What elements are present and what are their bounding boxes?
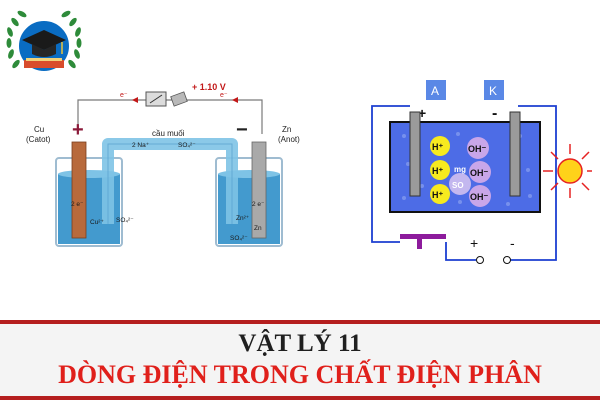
anion-label: OH⁻	[468, 144, 487, 154]
right-cation-label: Zn²⁺	[236, 215, 250, 222]
cation-h: H⁺	[430, 160, 450, 180]
anode-minus-sign: −	[236, 119, 248, 141]
right-electrons-label: 2 e⁻	[252, 201, 265, 208]
sun-icon	[543, 144, 592, 198]
electron-flow-label: e⁻	[220, 92, 228, 99]
terminal-minus: -	[510, 235, 515, 251]
page-title: VẬT LÝ 11	[238, 330, 362, 357]
left-cation-label: Cu²⁺	[90, 219, 104, 226]
anion-oh: OH⁻	[469, 185, 491, 207]
graduation-cap-logo-icon	[6, 10, 82, 73]
terminal-minus-node	[503, 256, 511, 264]
electrolysis-diagram: + - A K + - H⁺ H⁺ H⁺	[371, 80, 592, 264]
bridge-ion-left: 2 Na⁺	[132, 142, 150, 149]
salt-bridge	[102, 138, 238, 224]
right-electrode-role: (Anot)	[278, 135, 300, 144]
anion-label: OH⁻	[470, 192, 489, 202]
title-band	[0, 320, 600, 400]
circuit-wire	[510, 105, 557, 261]
zinc-electrode	[251, 141, 267, 239]
title-rule-top	[0, 320, 600, 324]
galvanic-cell-diagram: + 1.10 V e⁻ e⁻ cầu muối 2 Na⁺ SO₄²⁻ Cu (…	[26, 82, 300, 247]
anode-electrode	[409, 111, 421, 197]
voltmeter-icon	[145, 91, 188, 107]
right-beaker	[215, 157, 283, 247]
anion-oh: OH⁻	[469, 161, 491, 183]
left-electrode-name: Cu	[34, 125, 44, 134]
copper-electrode	[71, 141, 87, 239]
arrow-left-icon	[132, 97, 138, 103]
salt-bridge-label: cầu muối	[152, 129, 185, 138]
left-anion-label: SO₄²⁻	[116, 217, 134, 224]
left-electrons-label: 2 e⁻	[71, 201, 84, 208]
page-subtitle: DÒNG ĐIỆN TRONG CHẤT ĐIỆN PHÂN	[58, 360, 542, 389]
bridge-ion-right: SO₄²⁻	[178, 142, 196, 149]
terminal-plus-node	[476, 256, 484, 264]
anode-label: A	[431, 84, 439, 98]
anode-plus-sign: +	[418, 105, 426, 121]
electron-flow-label: e⁻	[120, 92, 128, 99]
circuit-wire	[445, 242, 476, 261]
anion-oh: OH⁻	[467, 137, 489, 159]
terminal-plus: +	[470, 235, 478, 251]
cation-label: H⁺	[432, 142, 443, 152]
sulfate-ion: SO	[449, 173, 471, 195]
left-electrode-role: (Catot)	[26, 135, 51, 144]
mg-label: mg	[454, 165, 466, 174]
cathode-label: K	[489, 84, 497, 98]
right-metal-label: Zn	[254, 225, 262, 232]
arrow-left-icon	[232, 97, 238, 103]
cation-h: H⁺	[430, 184, 450, 204]
anion-label: OH⁻	[470, 168, 489, 178]
voltage-label: + 1.10 V	[192, 82, 226, 92]
cathode-minus-sign: -	[492, 105, 497, 122]
cathode-plus-sign: +	[72, 119, 84, 141]
cation-label: H⁺	[432, 190, 443, 200]
laurel-wreath-icon	[6, 10, 82, 69]
switch-icon	[400, 234, 446, 249]
cation-h: H⁺	[430, 136, 450, 156]
title-rule-bottom	[0, 396, 600, 400]
sulfate-label: SO	[452, 181, 464, 190]
cation-label: H⁺	[432, 166, 443, 176]
external-wire	[77, 99, 263, 134]
right-anion-label: SO₄²⁻	[230, 235, 248, 242]
cathode-electrode	[509, 111, 521, 197]
right-electrode-name: Zn	[282, 125, 291, 134]
circuit-wire	[371, 105, 410, 243]
